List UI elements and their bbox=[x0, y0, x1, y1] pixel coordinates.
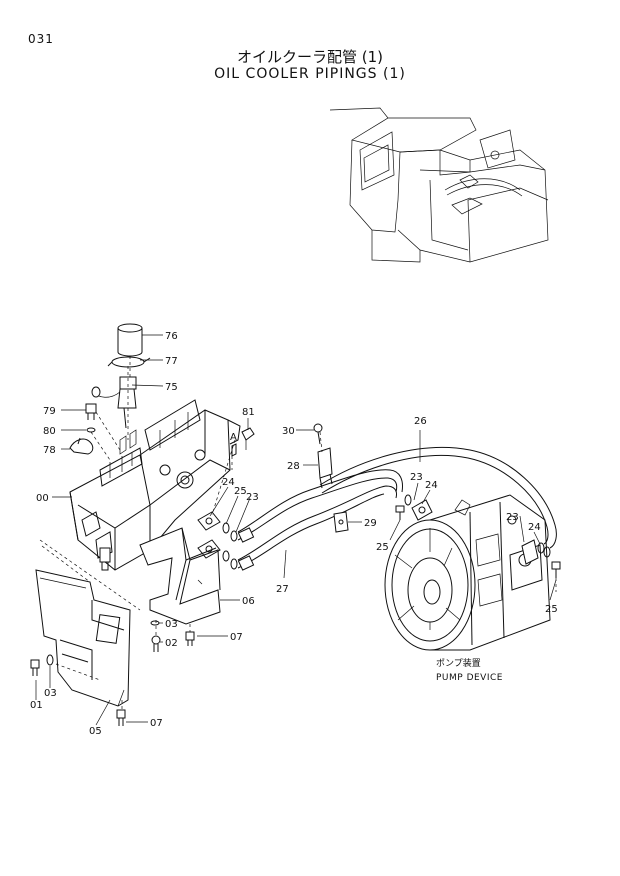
part-label-76: 76 bbox=[165, 331, 178, 342]
clamp-77 bbox=[107, 356, 151, 368]
pump-label-japanese: ポンプ装置 bbox=[436, 657, 481, 669]
part-label-25-pump-upper: 25 bbox=[376, 542, 389, 553]
part-label-25-valve: 25 bbox=[234, 486, 247, 497]
title-japanese: オイルクーラ配管 (1) bbox=[236, 48, 384, 66]
part-label-28: 28 bbox=[287, 461, 300, 472]
part-label-02: 02 bbox=[165, 638, 178, 649]
part-label-03-upper: 03 bbox=[165, 619, 178, 630]
part-label-07-upper: 07 bbox=[230, 632, 243, 643]
title-english: OIL COOLER PIPINGS (1) bbox=[214, 66, 406, 82]
part-label-05: 05 bbox=[89, 726, 102, 737]
bolt-07-lower bbox=[116, 709, 126, 726]
part-label-29: 29 bbox=[364, 518, 377, 529]
washer-03-lower bbox=[46, 654, 54, 666]
dashed-guide-lines bbox=[39, 356, 557, 710]
washer-03-upper bbox=[150, 620, 160, 626]
washer-80 bbox=[86, 427, 96, 433]
part-label-75: 75 bbox=[165, 382, 178, 393]
part-label-24-valve: 24 bbox=[222, 477, 235, 488]
bolt-01 bbox=[30, 659, 40, 676]
flange-pump-right bbox=[521, 539, 561, 578]
part-label-81: 81 bbox=[242, 407, 255, 418]
part-label-25-pump-right: 25 bbox=[545, 604, 558, 615]
part-label-78: 78 bbox=[43, 445, 56, 456]
hose-clip-29 bbox=[333, 511, 349, 533]
part-label-26: 26 bbox=[414, 416, 427, 427]
control-valve-00 bbox=[69, 399, 241, 571]
part-label-23-pump-upper: 23 bbox=[410, 472, 423, 483]
part-label-79: 79 bbox=[43, 406, 56, 417]
part-label-24-pump-upper: 24 bbox=[425, 480, 438, 491]
part-label-80: 80 bbox=[43, 426, 56, 437]
bolt-30 bbox=[313, 423, 323, 445]
part-label-23-valve: 23 bbox=[246, 492, 259, 503]
flange-lower bbox=[197, 539, 238, 570]
part-label-23-pump-right: 23 bbox=[506, 512, 519, 523]
part-label-03-lower: 03 bbox=[44, 688, 57, 699]
part-label-00: 00 bbox=[36, 493, 49, 504]
switch-75 bbox=[91, 376, 137, 429]
hose-27 bbox=[237, 469, 403, 571]
bolt-07-upper bbox=[185, 631, 195, 646]
bracket-06 bbox=[139, 527, 221, 625]
part-label-24-pump-right: 24 bbox=[528, 522, 541, 533]
hose-26 bbox=[319, 446, 557, 549]
part-label-27: 27 bbox=[276, 584, 289, 595]
cover-plate-05 bbox=[35, 569, 131, 707]
part-label-07-lower: 07 bbox=[150, 718, 163, 729]
pump-label-english: PUMP DEVICE bbox=[436, 673, 503, 683]
page-number: 031 bbox=[28, 32, 54, 46]
hose-clip-28 bbox=[317, 447, 333, 489]
part-label-A: A bbox=[230, 432, 237, 443]
part-label-01: 01 bbox=[30, 700, 43, 711]
flange-pump-upper bbox=[395, 494, 433, 521]
leader-lines bbox=[35, 334, 557, 726]
part-label-06: 06 bbox=[242, 596, 255, 607]
flange-upper bbox=[197, 511, 238, 542]
bolt-02 bbox=[151, 635, 161, 652]
pump-device bbox=[384, 494, 551, 651]
fitting-81 bbox=[231, 427, 255, 457]
clip-78 bbox=[69, 437, 94, 455]
part-label-30: 30 bbox=[282, 426, 295, 437]
excavator-inset bbox=[329, 107, 549, 263]
filter-cap-76 bbox=[117, 323, 143, 357]
bolt-79 bbox=[85, 403, 97, 420]
part-labels: 76 77 75 79 80 78 00 81 A 30 26 28 24 25… bbox=[30, 331, 558, 737]
part-label-77: 77 bbox=[165, 356, 178, 367]
